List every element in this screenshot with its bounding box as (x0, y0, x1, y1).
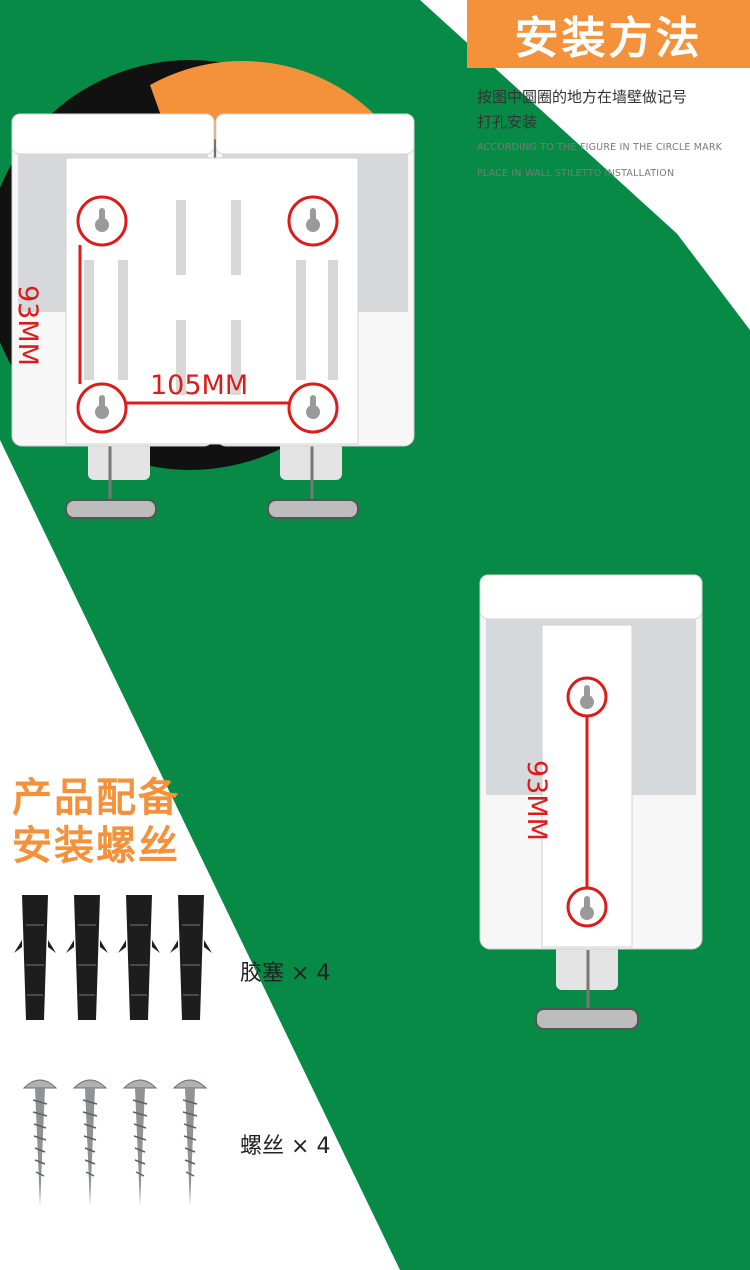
anchors-caption: 胶塞 × 4 (240, 955, 330, 987)
double-horizontal-dimension: 105MM (150, 370, 249, 401)
instruction-chinese: 按图中圆圈的地方在墙壁做记号 打孔安装 (477, 85, 747, 135)
instruction-english-line-1: ACCORDING TO THE FIGURE IN THE CIRCLE MA… (477, 142, 723, 153)
accessories-title-line-1: 产品配备 (12, 775, 180, 821)
anchors-quantity: × 4 (291, 961, 331, 986)
single-dispenser-image (479, 574, 703, 1030)
instruction-line-1: 按图中圆圈的地方在墙壁做记号 (477, 88, 688, 106)
instruction-line-2: 打孔安装 (477, 113, 538, 131)
screws-image (22, 1079, 208, 1206)
page-title: 安装方法 (514, 13, 703, 64)
screws-quantity: × 4 (291, 1134, 331, 1159)
wall-anchors-image (14, 895, 212, 1020)
header-banner: 安装方法 (467, 0, 750, 68)
accessories-title-line-2: 安装螺丝 (12, 823, 180, 869)
double-dispenser-image (11, 113, 415, 519)
single-vertical-dimension: 93MM (521, 760, 552, 841)
double-vertical-dimension: 93MM (12, 285, 43, 366)
instruction-english-line-2: PLACE IN WALL STILETTO INSTALLATION (477, 168, 675, 179)
anchors-label: 胶塞 (240, 961, 285, 986)
screws-label: 螺丝 (240, 1134, 285, 1159)
screws-caption: 螺丝 × 4 (240, 1128, 330, 1160)
